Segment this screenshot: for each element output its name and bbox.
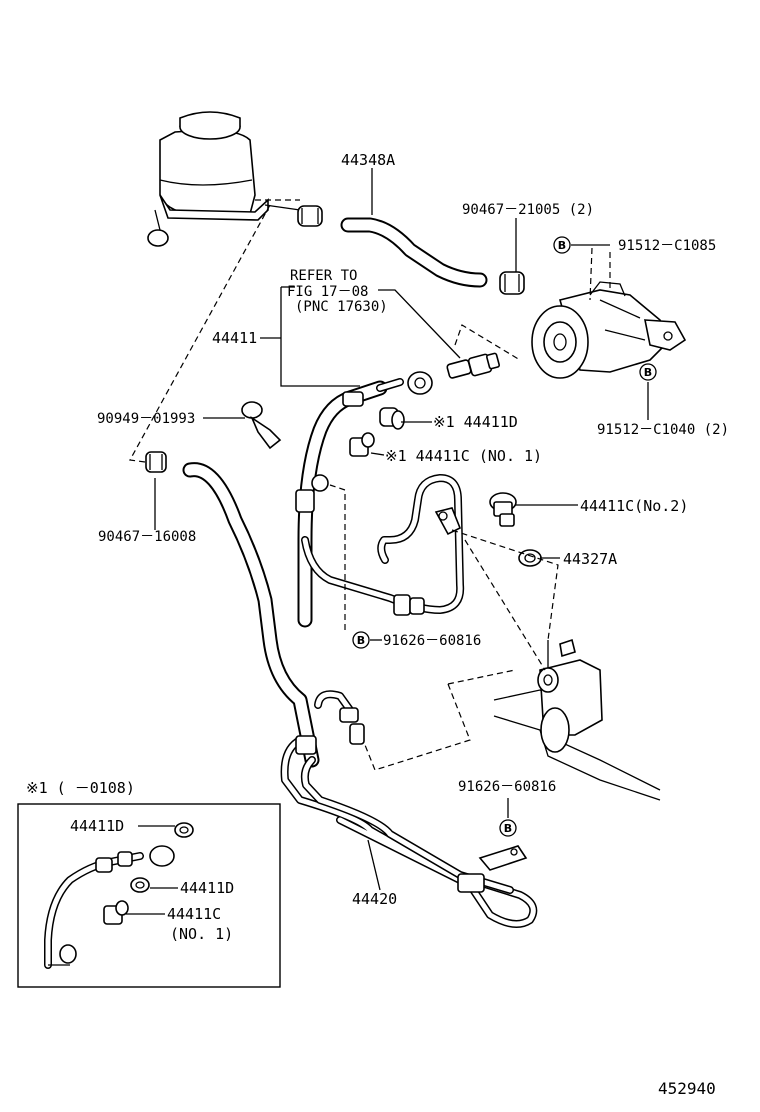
label-90467-16008: 90467－16008	[98, 529, 196, 545]
bolt-marker-91512-C1085: B	[553, 236, 571, 254]
inset-gasket-44411D-b	[130, 877, 150, 893]
label-44411D-star: ※1 44411D	[433, 413, 518, 431]
svg-text:B: B	[357, 634, 365, 647]
gasket-44411D	[379, 407, 405, 430]
reservoir-tank	[147, 111, 301, 247]
label-44420: 44420	[352, 890, 397, 908]
label-44411: 44411	[212, 329, 257, 347]
inset-label-44411D-b: 44411D	[180, 879, 234, 897]
bolt-marker-91512-C1040: B	[639, 363, 657, 381]
return-tube	[301, 474, 465, 616]
union-44411C-no2	[489, 492, 517, 527]
inset-label-44411C: 44411C	[167, 905, 221, 923]
clamp-90949-01993	[241, 401, 282, 450]
steering-gear	[493, 638, 661, 801]
pressure-hose-44411	[295, 371, 433, 628]
label-91512-C1085: 91512－C1085	[618, 238, 716, 254]
vane-pump	[531, 281, 687, 379]
label-91626-60816-b: 91626－60816	[458, 779, 556, 795]
return-hose	[182, 462, 320, 768]
hose-clamp-90467-16008	[145, 451, 167, 473]
svg-text:B: B	[504, 822, 512, 835]
return-tube-44420	[280, 690, 538, 928]
inset-union-44411C	[103, 900, 129, 925]
label-90949-01993: 90949－01993	[97, 411, 195, 427]
label-90467-21005: 90467－21005 (2)	[462, 202, 594, 218]
pressure-switch	[446, 352, 500, 379]
label-pnc-17630: (PNC 17630)	[295, 299, 388, 315]
inset-title: ※1 ( －0108)	[26, 779, 135, 797]
leader-lines	[154, 168, 649, 891]
union-44411C-no1	[349, 432, 375, 457]
bolt-marker-91626-60816-b: B	[499, 819, 517, 837]
label-91626-60816-a: 91626－60816	[383, 633, 481, 649]
hose-clamp-90467-21005	[499, 271, 525, 295]
label-fig-17-08: FIG 17－08	[287, 284, 368, 300]
reference-lines	[129, 199, 611, 771]
label-91512-C1040: 91512－C1040 (2)	[597, 422, 729, 438]
label-44348A: 44348A	[341, 151, 395, 169]
svg-text:B: B	[644, 366, 652, 379]
inset-label-44411D-a: 44411D	[70, 817, 124, 835]
bolt-marker-91626-60816-a: B	[352, 631, 370, 649]
inset-label-no1: (NO. 1)	[170, 925, 233, 943]
label-44327A: 44327A	[563, 550, 617, 568]
label-refer-to: REFER TO	[290, 268, 357, 284]
diagram-id: 452940	[658, 1079, 716, 1098]
hose-clamp-reservoir	[297, 205, 323, 227]
inset-box: ※1 ( －0108) 44411D 44411D 44411C	[17, 779, 281, 988]
hose-44348A	[340, 217, 488, 288]
label-44411C-no2: 44411C(No.2)	[580, 497, 688, 515]
label-44411C-no1-star: ※1 44411C (NO. 1)	[385, 447, 542, 465]
inset-pressure-hose	[44, 845, 175, 969]
inset-gasket-44411D-a	[174, 822, 194, 838]
svg-text:B: B	[558, 239, 566, 252]
